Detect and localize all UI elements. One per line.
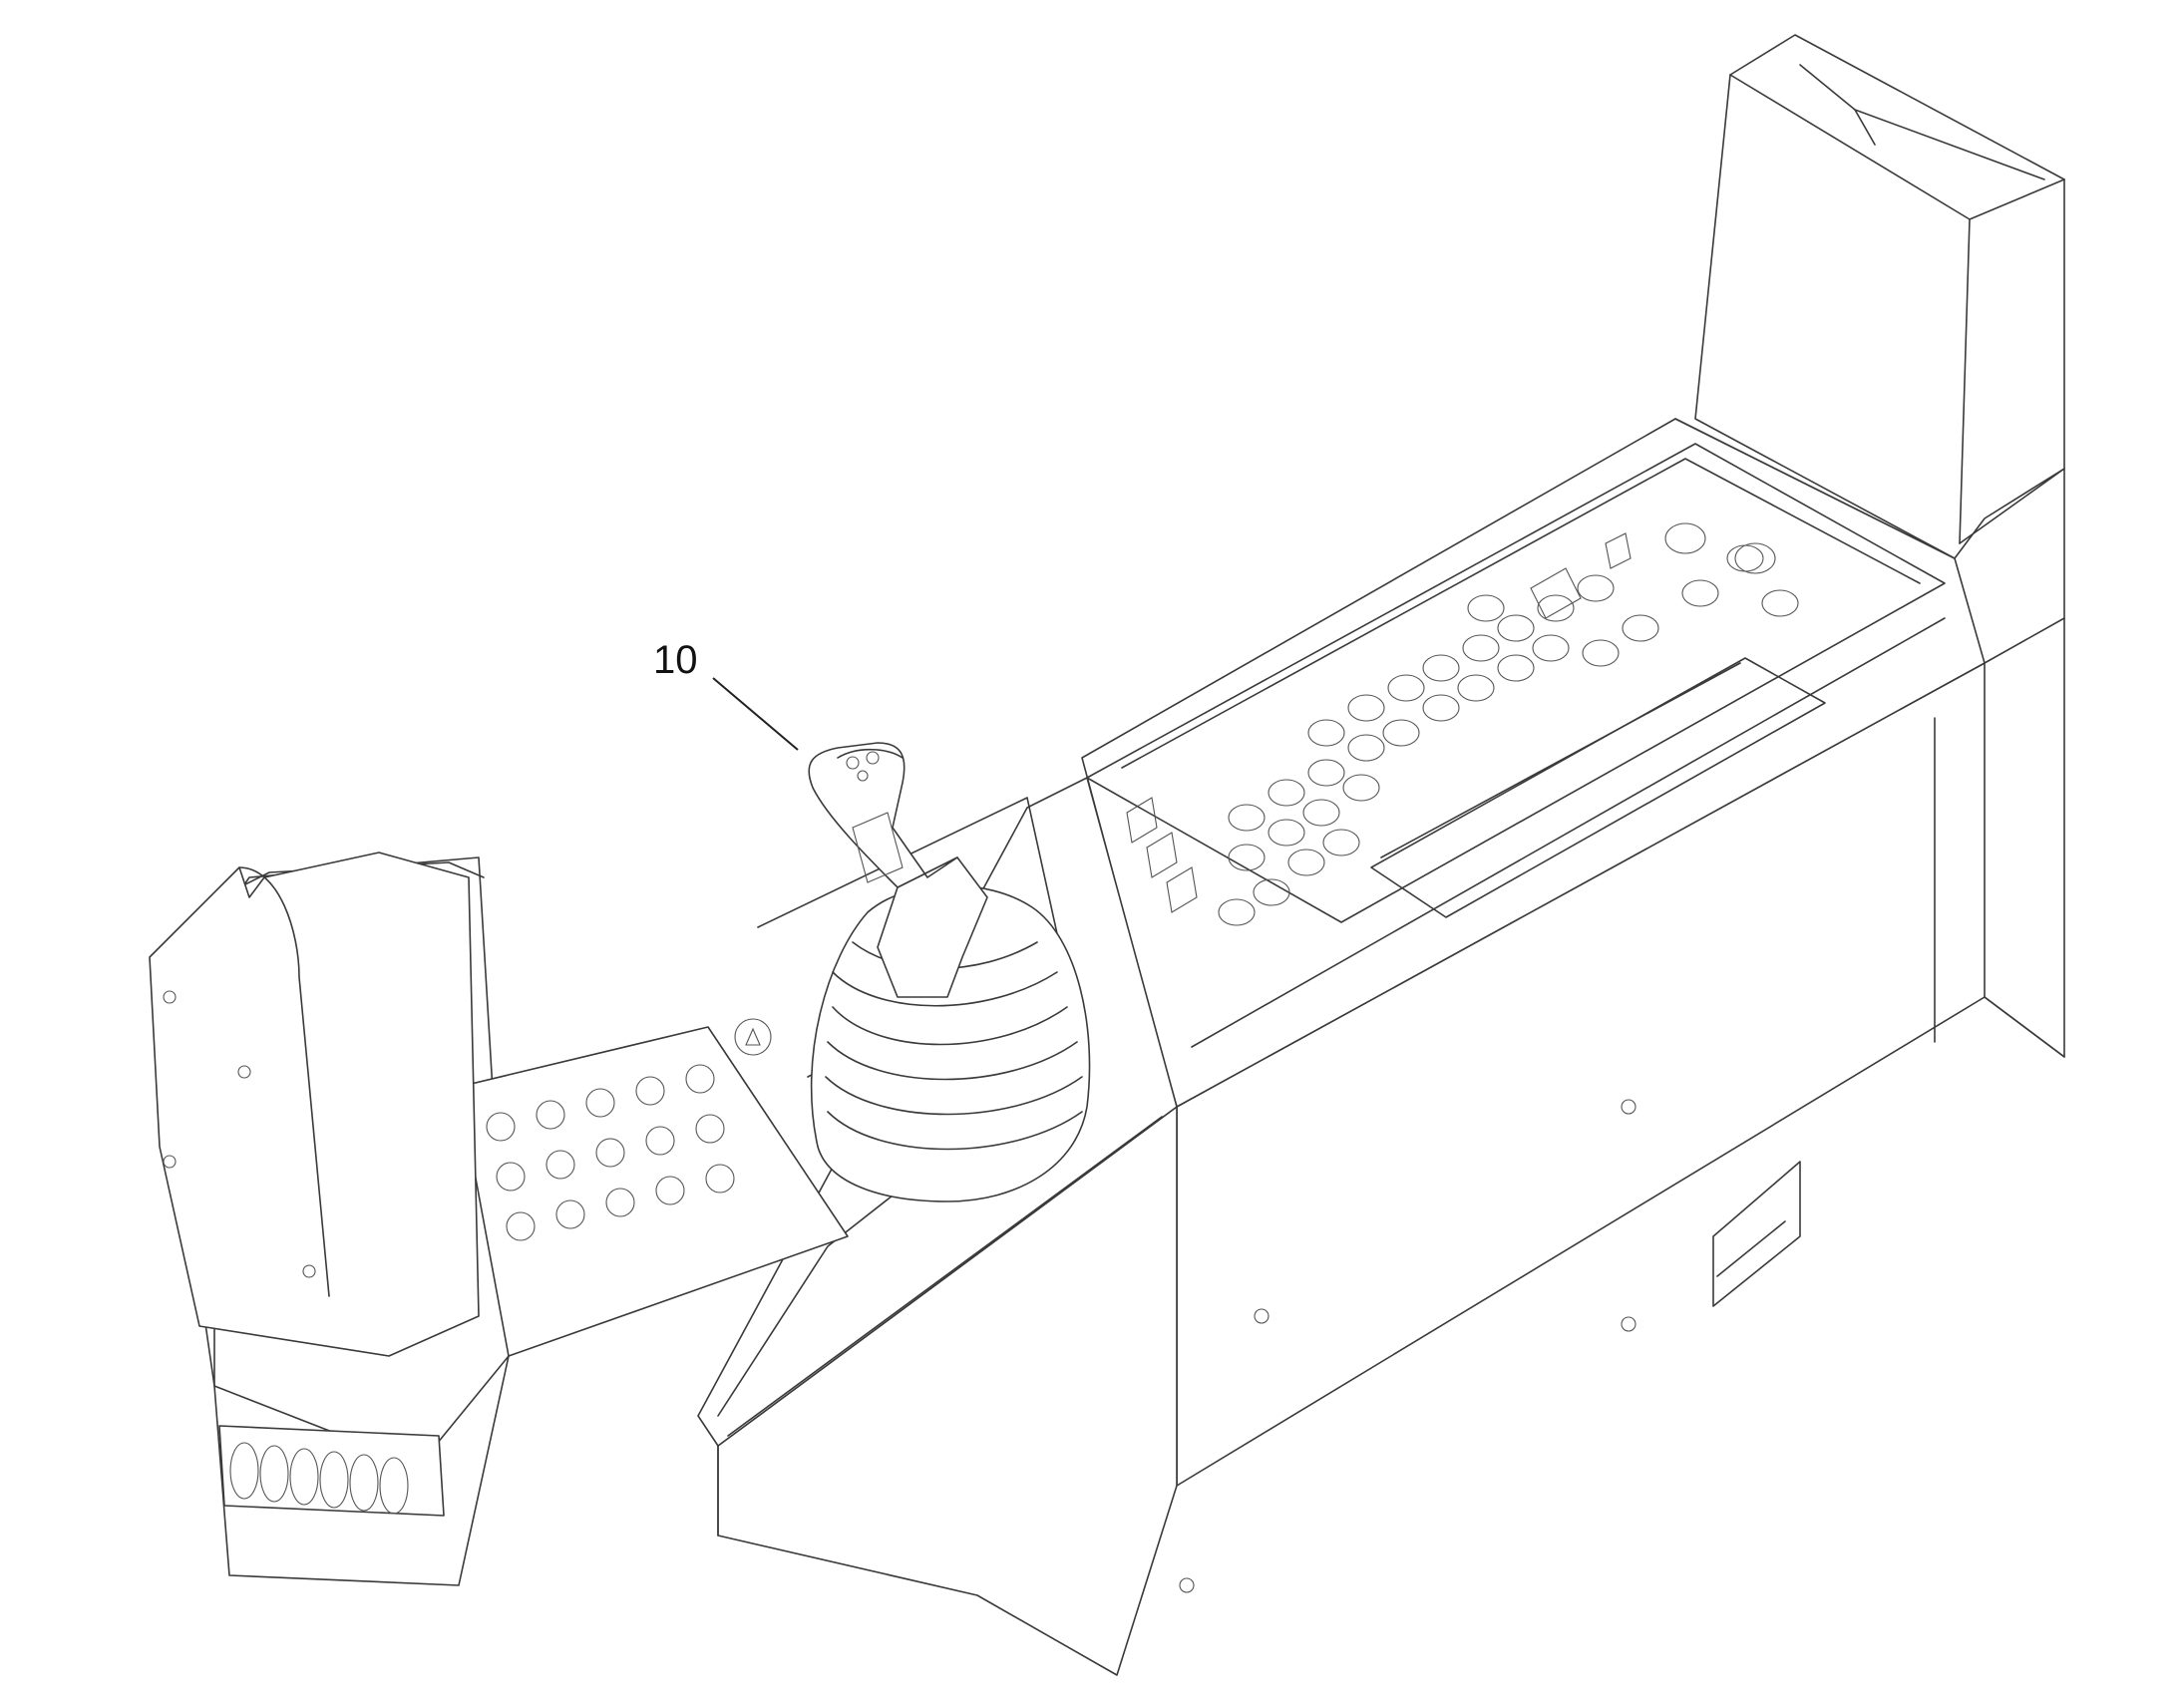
rear-housing xyxy=(1694,34,2065,619)
joystick-boot xyxy=(810,884,1091,1202)
callout-leader-line xyxy=(712,677,799,751)
callout-label-10: 10 xyxy=(653,638,698,682)
control-panel xyxy=(1086,443,1946,926)
left-upright-pad xyxy=(149,852,480,1357)
armrest-button-pad xyxy=(486,1064,735,1241)
roller-switches xyxy=(229,1442,409,1515)
toggle-switch xyxy=(734,1018,772,1056)
panel-buttons xyxy=(1126,522,1799,926)
joystick-grip xyxy=(808,742,988,998)
